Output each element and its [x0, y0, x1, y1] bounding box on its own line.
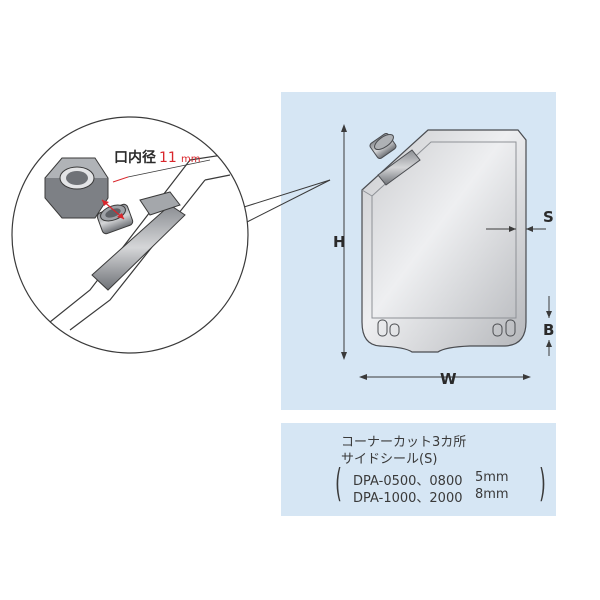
spec-size: 8mm	[475, 487, 509, 502]
spout-detail-circle	[11, 116, 249, 354]
spec-size: 5mm	[475, 470, 509, 485]
inner-diameter-label: 口内径	[114, 149, 156, 166]
spec-row: DPA-0500、0800 5mm	[353, 470, 509, 489]
bottom-label: B	[543, 321, 554, 339]
side-seal-dimension	[486, 226, 546, 232]
height-dimension	[341, 124, 347, 360]
side-seal-label: S	[543, 208, 554, 226]
bottom-dimension	[546, 296, 552, 356]
width-dimension	[359, 374, 531, 380]
spec-models: DPA-0500、0800	[353, 474, 463, 489]
side-seal-note: サイドシール(S)	[341, 452, 438, 467]
width-label: W	[440, 370, 457, 388]
close-bracket: )	[539, 461, 546, 505]
notes-panel: コーナーカット3カ所 サイドシール(S) ( DPA-0500、0800 5mm…	[281, 423, 556, 516]
callout-pointer	[243, 179, 331, 223]
spec-row: DPA-1000、2000 8mm	[353, 487, 509, 506]
inner-diameter-value: 11	[159, 150, 177, 166]
pouch-bag	[361, 129, 527, 353]
corner-cut-note: コーナーカット3カ所	[341, 435, 467, 450]
open-bracket: (	[335, 461, 342, 505]
spec-models: DPA-1000、2000	[353, 491, 463, 506]
inner-diameter-unit: mm	[181, 154, 200, 165]
height-label: H	[333, 233, 346, 251]
